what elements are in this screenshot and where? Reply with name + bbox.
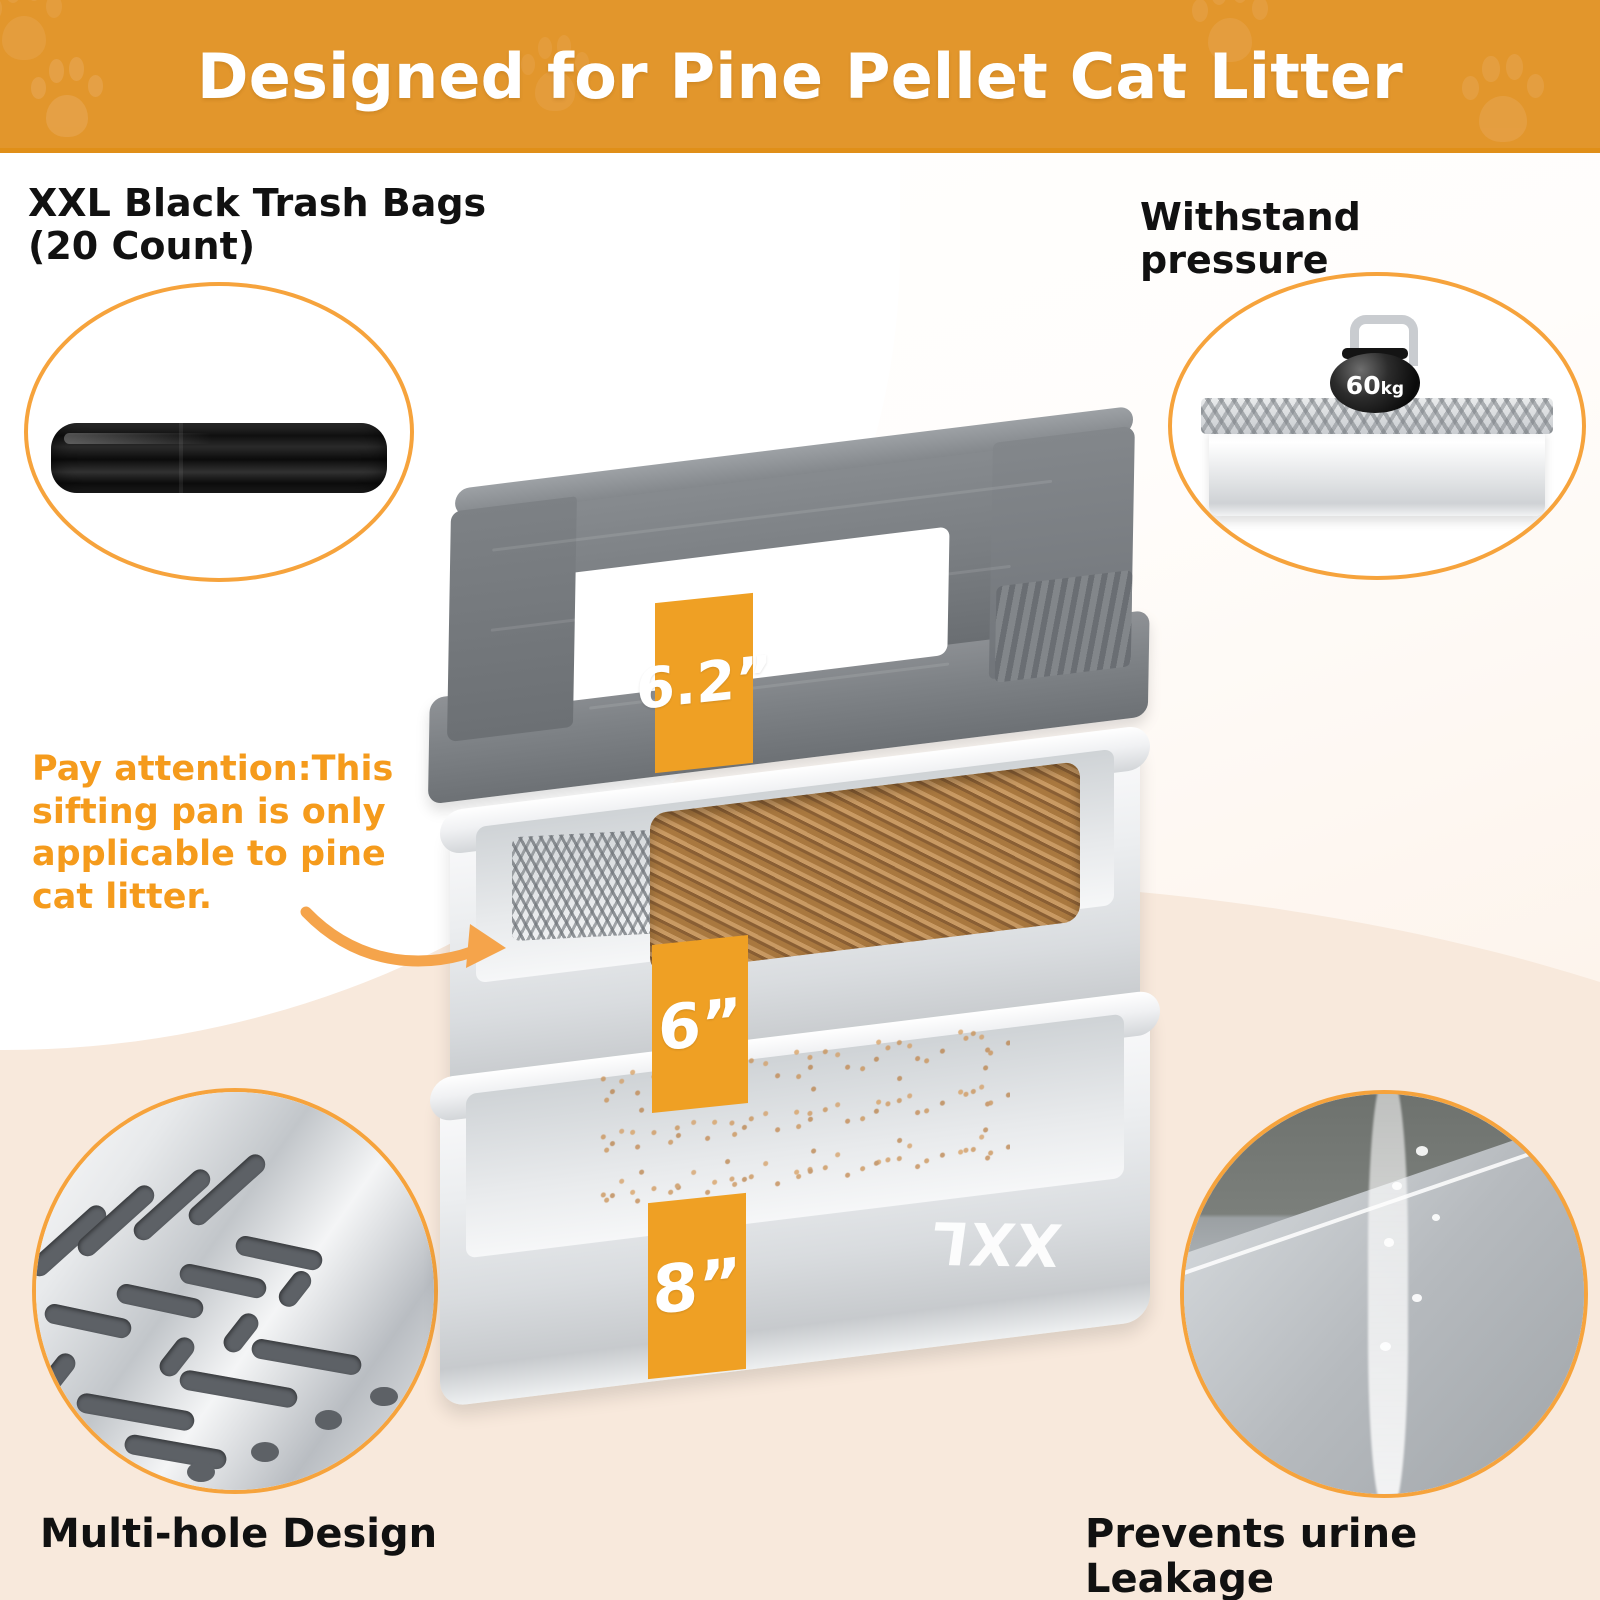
- kettlebell-weight-value: 60: [1345, 370, 1381, 400]
- heading-prevents-urine-leakage: Prevents urine Leakage: [1085, 1511, 1418, 1600]
- heading-trash-bags-line1: XXL Black Trash Bags: [28, 181, 487, 225]
- callout-circle-trash-bag: [24, 282, 414, 582]
- perforated-pan-closeup-icon: [36, 1092, 434, 1490]
- banner-bottom-stripe: [0, 148, 1600, 153]
- exploded-product-diagram: XXL: [420, 405, 1180, 1440]
- paw-print-icon: [520, 30, 590, 116]
- heading-trash-bags-line2: (20 Count): [28, 223, 256, 268]
- heading-withstand-pressure: Withstand pressure: [1140, 195, 1361, 282]
- water-pouring-corner-icon: [1184, 1094, 1584, 1494]
- callout-circle-prevents-leakage: [1180, 1090, 1588, 1498]
- dimension-badge-6-2-inch: 6.2”: [636, 592, 772, 774]
- sieve-holes-area: [512, 828, 672, 942]
- kettlebell-weight-unit: kg: [1380, 378, 1405, 399]
- kettlebell-weight-label: 60kg: [1330, 371, 1420, 400]
- product-layer-bottom-tray: XXL: [430, 989, 1160, 1408]
- callout-circle-withstand-pressure: 60kg: [1168, 272, 1586, 580]
- header-banner: Designed for Pine Pellet Cat Litter: [0, 0, 1600, 152]
- kettlebell-icon: [1329, 352, 1421, 413]
- dimension-badge-6-inch: 6”: [652, 934, 748, 1114]
- trash-bag-roll-icon: [50, 423, 388, 494]
- page-title: Designed for Pine Pellet Cat Litter: [197, 39, 1403, 113]
- tray-xxl-marking: XXL: [924, 1208, 1066, 1279]
- paw-print-icon: [30, 52, 104, 142]
- callout-circle-multi-hole: [32, 1088, 438, 1494]
- kettlebell-handle-icon: [1350, 315, 1419, 366]
- heading-multi-hole-design: Multi-hole Design: [40, 1511, 438, 1557]
- stainless-pan-icon: [1208, 426, 1546, 516]
- pointer-arrow-icon: [300, 906, 506, 968]
- paw-print-icon: [1190, 0, 1270, 68]
- paw-print-icon: [0, 0, 64, 66]
- paw-print-icon: [1460, 48, 1546, 148]
- attention-note: Pay attention:This sifting pan is only a…: [32, 749, 394, 918]
- dimension-badge-8-inch: 8”: [648, 1192, 746, 1380]
- heading-trash-bags: XXL Black Trash Bags (20 Count): [28, 182, 588, 267]
